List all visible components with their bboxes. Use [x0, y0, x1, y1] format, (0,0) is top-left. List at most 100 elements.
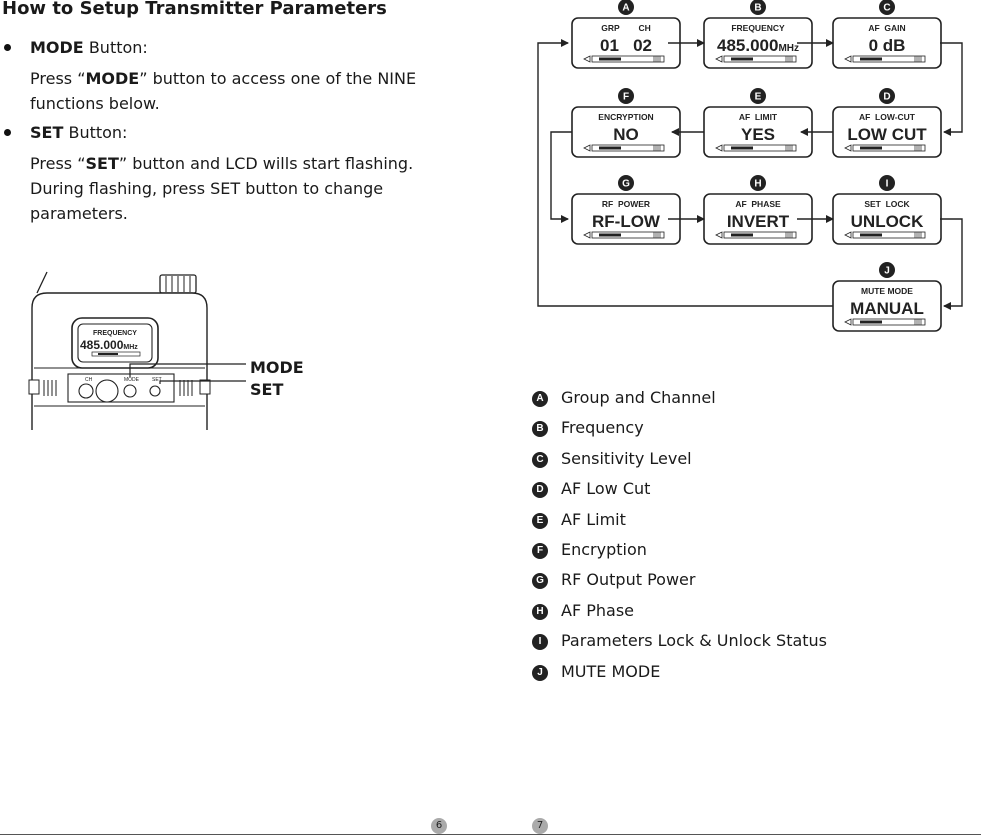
- badge-h-icon: [750, 175, 766, 191]
- legend-text: Encryption: [561, 540, 647, 559]
- speaker-icon: [844, 318, 852, 326]
- antenna: [36, 271, 48, 294]
- speaker-icon: [715, 55, 723, 63]
- mode-key[interactable]: [123, 384, 137, 398]
- legend-badge-h-icon: H: [532, 603, 548, 620]
- lcd-value-number: 01 02: [600, 36, 652, 55]
- set-key-label: SET: [152, 377, 162, 383]
- lcd-value-number: RF-LOW: [592, 212, 661, 231]
- lcd-title: FREQUENCY: [731, 23, 785, 33]
- lcd-title: AF LIMIT: [739, 112, 778, 122]
- lcd-value-number: MANUAL: [850, 299, 924, 318]
- lcd-title: GRP CH: [601, 23, 650, 33]
- arrow-j-a: [537, 39, 833, 307]
- legend-text: Parameters Lock & Unlock Status: [561, 631, 828, 651]
- lcd-value-number: LOW CUT: [847, 125, 927, 144]
- mode-key-label: MODE: [124, 377, 140, 383]
- level-bar: [723, 144, 797, 152]
- level-fill: [731, 233, 753, 237]
- set-button-name: SET: [30, 123, 64, 142]
- set-button-description: Press “SET” button and LCD wills start f…: [30, 151, 450, 226]
- lcd-value-number: 485.000: [717, 36, 778, 55]
- lcd-value: 01 02: [600, 36, 652, 55]
- badge-d-icon: [879, 88, 895, 104]
- desc-text: ” button and LCD wills start flashing. D…: [30, 154, 414, 223]
- badge-i-icon: [879, 175, 895, 191]
- set-callout-line: [159, 380, 246, 384]
- bullet: [4, 44, 11, 51]
- badge-letter: F: [623, 92, 629, 103]
- set-callout-label: SET: [250, 380, 284, 399]
- lcd-value-unit: MHz: [123, 344, 138, 351]
- page-title: How to Setup Transmitter Parameters: [2, 0, 387, 19]
- lcd-title: MUTE MODE: [861, 286, 913, 296]
- badge-e-icon: [750, 88, 766, 104]
- badge-letter: C: [883, 3, 890, 14]
- mode-callout-label: MODE: [250, 358, 304, 377]
- speaker-icon: [844, 55, 852, 63]
- level-bar: [723, 55, 797, 63]
- level-bar: [591, 55, 665, 63]
- legend-badge-j-icon: J: [532, 664, 548, 681]
- legend-text: Sensitivity Level: [561, 448, 692, 468]
- level-fill: [731, 146, 753, 150]
- set-key[interactable]: [149, 385, 161, 397]
- page-number-left: 6: [431, 818, 447, 834]
- level-bar: [852, 144, 926, 152]
- badge-letter: I: [886, 179, 889, 190]
- legend-text: Frequency: [561, 418, 644, 438]
- mode-button-description: Press “MODE” button to access one of the…: [30, 66, 450, 116]
- speaker-icon: [583, 55, 591, 63]
- badge-letter: B: [754, 3, 761, 14]
- desc-text: Press “: [30, 154, 86, 173]
- speaker-icon: [844, 144, 852, 152]
- speaker-icon: [715, 231, 723, 239]
- main-key[interactable]: [95, 379, 119, 403]
- level-fill: [731, 57, 753, 61]
- mode-button-name: MODE: [30, 38, 84, 57]
- level-fill: [860, 57, 882, 61]
- bullet: [4, 129, 11, 136]
- lcd-value: 485.000MHz: [717, 36, 799, 55]
- page-number-right: 7: [532, 818, 548, 834]
- mode-callout-line: [129, 363, 246, 377]
- badge-letter: E: [755, 92, 762, 103]
- lcd-title: AF GAIN: [868, 23, 905, 33]
- desc-bold: SET: [85, 154, 119, 173]
- level-bar: [852, 55, 926, 63]
- lcd-value-unit: MHz: [778, 43, 799, 54]
- speaker-icon: [715, 144, 723, 152]
- level-bar: [723, 231, 797, 239]
- lcd-screen-c: C AF GAIN 0 dB: [832, 0, 942, 69]
- badge-c-icon: [879, 0, 895, 15]
- badge-b-icon: [750, 0, 766, 15]
- legend-badge-d-icon: D: [532, 482, 548, 499]
- arrow-f-g: [550, 131, 572, 223]
- lcd-title: AF PHASE: [735, 199, 781, 209]
- desc-bold: MODE: [85, 69, 140, 88]
- legend-text: MUTE MODE: [561, 661, 661, 681]
- level-bar: [852, 231, 926, 239]
- legend-text: AF Low Cut: [561, 479, 651, 499]
- lcd-value-number: 0 dB: [869, 36, 906, 55]
- level-fill: [860, 233, 882, 237]
- arrow-c-d: [940, 42, 963, 136]
- level-bar: [591, 231, 665, 239]
- level-fill: [860, 146, 882, 150]
- arrow-i-j: [940, 218, 963, 310]
- lcd-title: RF POWER: [602, 199, 650, 209]
- mode-button-suffix: Button:: [83, 38, 148, 57]
- level-fill: [599, 146, 621, 150]
- footer-rule: [0, 834, 981, 835]
- lcd-value: NO: [613, 125, 639, 144]
- lcd-value-number: INVERT: [727, 212, 790, 231]
- ch-key[interactable]: [78, 383, 94, 399]
- legend-text: AF Phase: [561, 600, 635, 620]
